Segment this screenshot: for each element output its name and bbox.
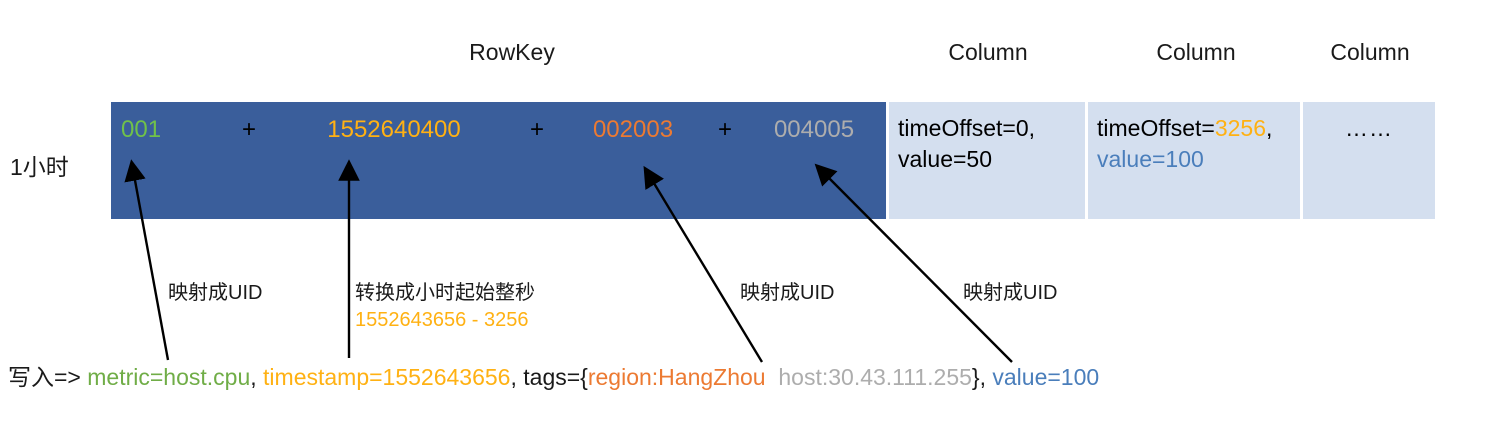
write-tag-region: region:HangZhou — [587, 364, 766, 390]
rowkey-tag-uid-1: 002003 — [592, 116, 674, 143]
annotation-timestamp-formula: 1552643656 - 3256 — [355, 309, 529, 331]
write-line: 写入=> metric=host.cpu, timestamp=15526436… — [8, 362, 1099, 392]
write-sep-2: , — [510, 364, 524, 390]
write-tag-gap — [766, 364, 779, 390]
header-column-2: Column — [1156, 39, 1236, 65]
column-2-value: value=100 — [1097, 146, 1204, 172]
column-2-timeoffset-prefix: timeOffset= — [1097, 115, 1215, 141]
header-rowkey: RowKey — [469, 39, 555, 65]
column-cell-2: timeOffset=3256, value=100 — [1088, 102, 1300, 219]
write-tag-host: host:30.43.111.255 — [778, 364, 972, 390]
rowkey-cell: 001 + 1552640400 + 002003 + 004005 — [111, 102, 886, 219]
write-sep-1: , — [250, 364, 264, 390]
rowkey-plus-2: + — [529, 116, 544, 143]
annotation-tag-region-uid: 映射成UID — [740, 282, 835, 304]
column-cell-3: …… — [1303, 102, 1435, 219]
write-tags-open: tags={ — [523, 364, 588, 390]
column-1-value: value=50 — [898, 146, 992, 172]
write-prefix: 写入=> — [8, 364, 81, 390]
write-metric: metric=host.cpu — [87, 364, 251, 390]
row-label-one-hour: 1小时 — [10, 154, 69, 180]
column-2-timeoffset-suffix: , — [1266, 115, 1273, 141]
column-2-timeoffset-value: 3256 — [1214, 115, 1266, 141]
rowkey-metric-uid: 001 — [121, 116, 162, 143]
column-cell-1-text: timeOffset=0, value=50 — [898, 113, 1035, 175]
column-1-timeoffset: timeOffset=0, — [898, 115, 1036, 141]
rowkey-plus-3: + — [717, 116, 732, 143]
write-timestamp: timestamp=1552643656 — [263, 364, 511, 390]
column-cell-1: timeOffset=0, value=50 — [889, 102, 1085, 219]
rowkey-timestamp-base: 1552640400 — [327, 116, 461, 143]
annotation-tag-host-uid: 映射成UID — [963, 282, 1058, 304]
annotation-timestamp-title: 转换成小时起始整秒 — [355, 282, 535, 304]
table-row: 001 + 1552640400 + 002003 + 004005 timeO… — [111, 102, 1435, 219]
write-value: value=100 — [992, 364, 1100, 390]
column-cell-2-text: timeOffset=3256, value=100 — [1097, 113, 1272, 175]
column-3-ellipsis: …… — [1345, 115, 1393, 141]
rowkey-tag-uid-2: 004005 — [773, 116, 855, 143]
annotation-timestamp: 转换成小时起始整秒 1552643656 - 3256 — [355, 280, 535, 334]
write-tags-close: }, — [971, 364, 993, 390]
header-column-1: Column — [948, 39, 1028, 65]
header-column-3: Column — [1330, 39, 1410, 65]
rowkey-plus-1: + — [241, 116, 256, 143]
annotation-metric-uid: 映射成UID — [168, 282, 263, 304]
